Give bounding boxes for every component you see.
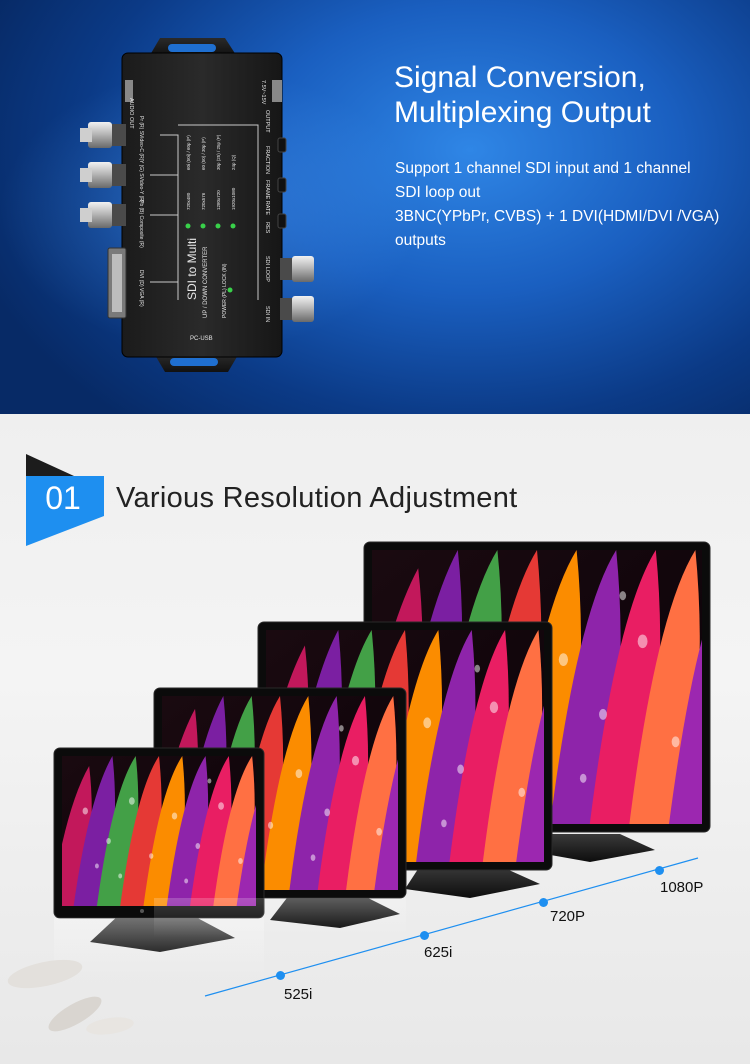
output-label: OUTPUT xyxy=(264,110,270,133)
banner-title-line: Multiplexing Output xyxy=(394,96,651,129)
port-dvi-label: DVI (D) VGA (R) xyxy=(138,270,144,307)
res-row: 1280x720 xyxy=(216,190,221,210)
power-lock-label: POWER (PL) LOCK (IN) xyxy=(222,263,228,318)
sdi-bnc-connector xyxy=(280,296,314,322)
banner-desc-line: outputs xyxy=(395,232,446,249)
banner-title: Signal Conversion, Multiplexing Output xyxy=(394,60,651,130)
banner-desc-line: Support 1 channel SDI input and 1 channe… xyxy=(395,160,691,177)
sdi-loop-label: SDI LOOP xyxy=(264,256,270,282)
monitors-illustration xyxy=(7,541,711,1035)
banner-title-line: Signal Conversion, xyxy=(394,61,646,94)
resolution-axis xyxy=(204,857,699,997)
hero-banner: SDI to Multi UP / DOWN CONVERTER AUDIO O… xyxy=(0,0,750,414)
res-row: 720x576 xyxy=(201,192,206,210)
power-in-label: 7.5V~15V xyxy=(260,80,266,105)
bnc-connector xyxy=(80,122,126,148)
resolution-label: 1080P xyxy=(660,879,704,896)
section-number-badge xyxy=(26,454,104,546)
bnc-connector xyxy=(80,162,126,188)
rate-row: 60 (50) / 30p (P) xyxy=(201,137,206,170)
bnc-connector xyxy=(80,202,126,228)
axis-dot xyxy=(420,931,429,940)
device-subtitle: UP / DOWN CONVERTER xyxy=(203,246,209,318)
port-pb-label: Pb (B) Composite (R) xyxy=(138,200,144,248)
rate-row: 24p (Q) xyxy=(231,154,236,170)
res-row: 720x480 xyxy=(186,192,191,210)
resolution-section: 01 Various Resolution Adjustment xyxy=(0,414,750,1064)
section-number: 01 xyxy=(45,480,81,516)
banner-desc-line: SDI loop out xyxy=(395,184,481,201)
fraction-label: FRACTION xyxy=(264,146,270,174)
axis-dot xyxy=(539,898,548,907)
resolution-label: 525i xyxy=(284,986,313,1003)
pc-usb-label: PC-USB xyxy=(190,336,213,342)
axis-dot xyxy=(655,866,664,875)
converter-device-image: SDI to Multi UP / DOWN CONVERTER AUDIO O… xyxy=(80,38,314,372)
banner-desc-line: 3BNC(YPbPr, CVBS) + 1 DVI(HDMI/DVI /VGA) xyxy=(395,208,720,225)
axis-dot xyxy=(276,971,285,980)
port-pr-label: Pr (R) SVideo-C (R) xyxy=(138,116,144,161)
resolution-label: 625i xyxy=(424,944,453,961)
res-label: RES xyxy=(264,222,270,234)
rate-row: 60i (50i) / 60p (P) xyxy=(186,135,191,170)
port-y-label: Y (G) SVideo-Y (R) xyxy=(138,160,144,203)
device-name: SDI to Multi xyxy=(185,238,199,300)
res-row: 1920x1080 xyxy=(231,187,236,210)
rate-row: 30p (25) / 25p (P) xyxy=(216,134,221,170)
feather-decoration xyxy=(7,959,134,1035)
audio-out-label: AUDIO OUT xyxy=(128,98,134,129)
frame-rate-label: FRAME RATE xyxy=(264,180,270,215)
resolution-label: 720P xyxy=(550,908,586,925)
sdi-bnc-connector xyxy=(280,256,314,282)
banner-description: Support 1 channel SDI input and 1 channe… xyxy=(395,157,740,253)
sdi-in-label: SDI IN xyxy=(264,306,270,322)
section-title: Various Resolution Adjustment xyxy=(116,482,518,514)
